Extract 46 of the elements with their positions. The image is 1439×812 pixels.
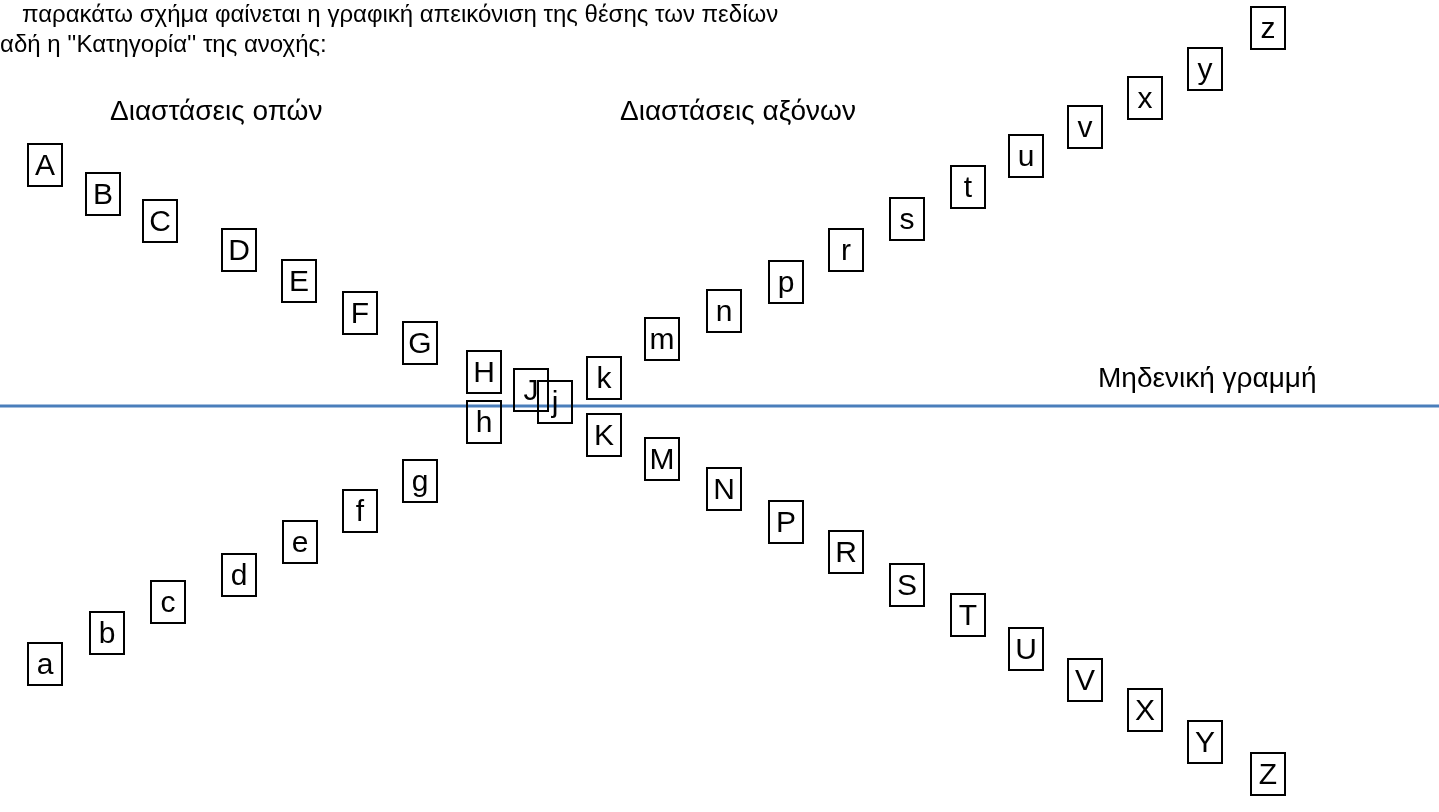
- shaft-tolerance-box: a: [27, 642, 63, 686]
- hole-tolerance-box: T: [950, 593, 986, 637]
- shaft-tolerance-box: t: [950, 165, 986, 209]
- zero-line-label: Μηδενική γραμμή: [1098, 362, 1317, 394]
- hole-tolerance-box: J: [513, 368, 549, 412]
- shaft-tolerance-box: d: [221, 553, 257, 597]
- hole-tolerance-box: X: [1127, 688, 1163, 732]
- shaft-tolerance-box: n: [706, 289, 742, 333]
- hole-tolerance-box: D: [221, 228, 257, 272]
- hole-tolerance-box: A: [27, 143, 63, 187]
- shaft-tolerance-box: r: [828, 228, 864, 272]
- hole-tolerance-box: E: [281, 259, 317, 303]
- shaft-tolerance-box: b: [89, 611, 125, 655]
- shaft-tolerance-box: k: [586, 356, 622, 400]
- hole-tolerance-box: G: [402, 321, 438, 365]
- hole-tolerance-box: U: [1008, 627, 1044, 671]
- shaft-tolerance-box: e: [282, 520, 318, 564]
- shaft-tolerance-box: p: [768, 260, 804, 304]
- shaft-tolerance-box: v: [1067, 105, 1103, 149]
- hole-tolerance-box: P: [768, 500, 804, 544]
- hole-tolerance-box: Y: [1187, 720, 1223, 764]
- shaft-tolerance-box: c: [150, 580, 186, 624]
- hole-tolerance-box: K: [586, 413, 622, 457]
- hole-tolerance-box: B: [85, 172, 121, 216]
- shaft-tolerance-box: x: [1127, 76, 1163, 120]
- shaft-tolerance-box: y: [1187, 47, 1223, 91]
- shaft-tolerance-box: u: [1008, 134, 1044, 178]
- hole-tolerance-box: V: [1067, 658, 1103, 702]
- hole-tolerance-box: M: [644, 437, 680, 481]
- hole-heading: Διαστάσεις οπών: [110, 95, 323, 127]
- shaft-tolerance-box: m: [644, 317, 680, 361]
- hole-tolerance-box: R: [828, 530, 864, 574]
- hole-tolerance-box: C: [142, 199, 178, 243]
- hole-tolerance-box: Z: [1250, 752, 1286, 796]
- shaft-heading: Διαστάσεις αξόνων: [620, 95, 856, 127]
- hole-tolerance-box: N: [706, 467, 742, 511]
- shaft-tolerance-box: h: [466, 400, 502, 444]
- shaft-tolerance-box: g: [402, 459, 438, 503]
- shaft-tolerance-box: s: [889, 197, 925, 241]
- intro-text: αδή η ''Κατηγορία'' της ανοχής:: [0, 30, 327, 58]
- shaft-tolerance-box: f: [342, 489, 378, 533]
- intro-text: παρακάτω σχήμα φαίνεται η γραφική απεικόνιση της θέσης των πεδίων: [22, 0, 779, 28]
- hole-tolerance-box: S: [889, 563, 925, 607]
- hole-tolerance-box: H: [466, 350, 502, 394]
- shaft-tolerance-box: z: [1250, 6, 1286, 50]
- hole-tolerance-box: F: [342, 291, 378, 335]
